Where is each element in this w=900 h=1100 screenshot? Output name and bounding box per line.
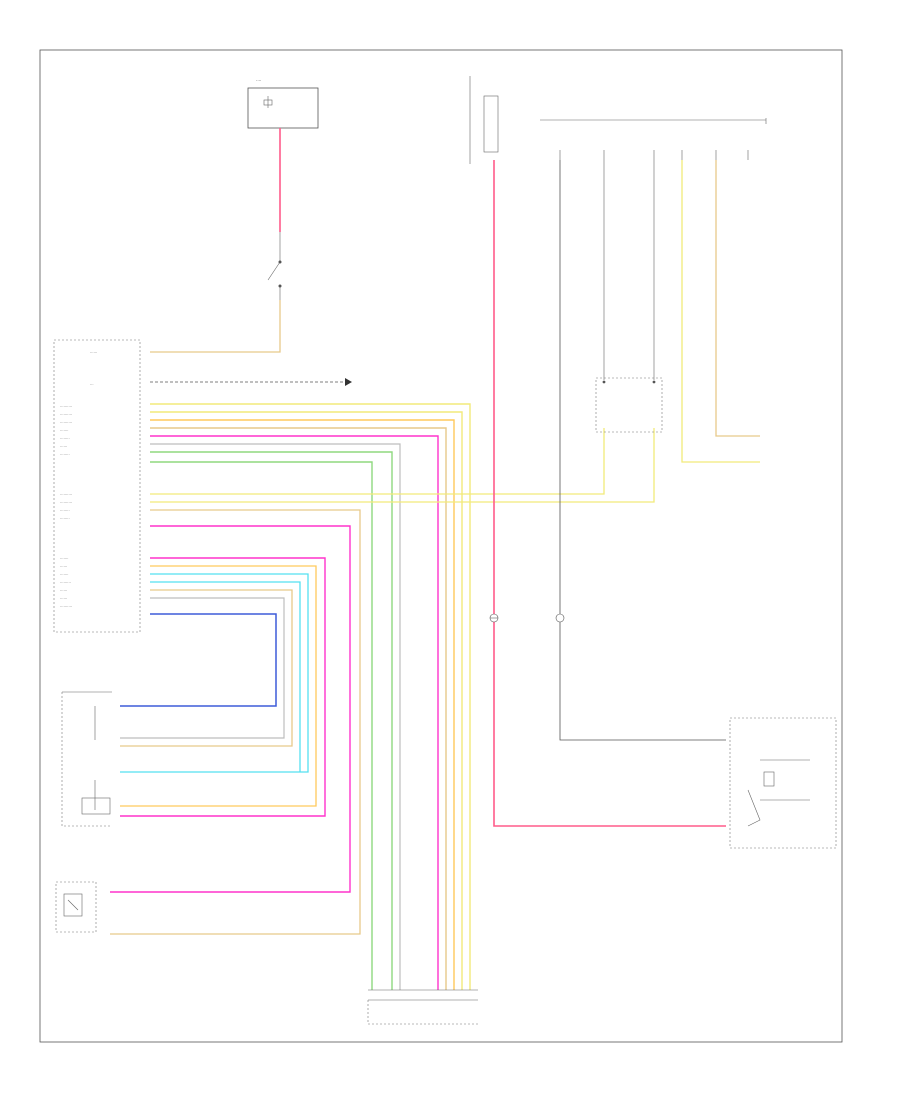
svg-text:······: ······: [60, 588, 67, 593]
wire-gray-tcm: [120, 597, 285, 739]
svg-text:·········: ·········: [60, 580, 71, 585]
clutch-switch: [267, 232, 282, 300]
fuse-block-top-left: ····: [247, 78, 319, 129]
ecm-brake-wires: [110, 428, 655, 935]
svg-text:······: ······: [60, 444, 67, 449]
wire-yellow-1: [150, 403, 471, 990]
wire-yellow-brake-2: [150, 428, 655, 503]
wire-tan-1: [150, 427, 447, 990]
svg-text:··········: ··········: [60, 492, 72, 497]
svg-text:··········: ··········: [60, 420, 72, 425]
vehicle-speed-sensor: [55, 881, 97, 933]
svg-text:····: ····: [256, 78, 261, 83]
wire-green-1: [150, 451, 393, 990]
wire-tan-vss: [110, 509, 361, 935]
tcm-switch: [61, 691, 112, 827]
svg-text:··········: ··········: [60, 604, 72, 609]
svg-text:··········: ··········: [60, 500, 72, 505]
ac-pressure-sensor: [555, 160, 726, 741]
inline-fuse-1: [489, 613, 499, 623]
ecm-transfer-case-wires: [150, 403, 471, 990]
wire-gray-1: [150, 443, 401, 990]
wire-cyan-tcm-1: [120, 573, 309, 773]
wire-yellow-brake-1: [150, 428, 605, 495]
wire-pink-main: [493, 160, 726, 827]
ac-compressor-relay: [729, 717, 837, 849]
wire-cyan-tcm-2: [150, 581, 301, 772]
wire-magenta-vss: [110, 525, 351, 893]
svg-text:······: ······: [60, 564, 67, 569]
wire-tan-clutch: [150, 300, 281, 353]
svg-text:········: ········: [60, 516, 70, 521]
ecm-pin-labels: ······ ··· ·········· ·········· ·······…: [60, 350, 97, 609]
brake-switch: [595, 160, 663, 433]
fuse-block-top-center: [469, 76, 499, 164]
wire-green-2: [150, 461, 373, 990]
svg-text:·······: ·······: [60, 572, 68, 577]
wire-blue-tcm: [120, 613, 277, 707]
svg-text:·······: ·······: [60, 428, 68, 433]
diagram-frame: [39, 49, 843, 1043]
svg-text:···: ···: [90, 382, 94, 387]
wire-magenta-1: [150, 435, 439, 990]
svg-text:··········: ··········: [60, 412, 72, 417]
ground-output: [150, 378, 352, 386]
wire-orange-1: [150, 419, 455, 990]
svg-text:··········: ··········: [60, 404, 72, 409]
pedal-wires: [681, 160, 760, 463]
wire-magenta-tcm: [120, 557, 326, 817]
svg-text:········: ········: [60, 436, 70, 441]
svg-text:········: ········: [60, 508, 70, 513]
svg-text:········: ········: [60, 452, 70, 457]
fuse-block-top-right: [540, 118, 767, 160]
svg-text:······: ······: [90, 350, 97, 355]
engine-control-module: [53, 339, 141, 633]
transfer-case-connector: [367, 989, 478, 1025]
wire-tan-tcm: [120, 589, 293, 747]
svg-text:·······: ·······: [60, 556, 68, 561]
svg-text:······: ······: [60, 596, 67, 601]
ecm-tcm-wires: [120, 557, 326, 817]
wire-orange-tcm: [120, 565, 317, 807]
wire-yellow-2: [150, 411, 463, 990]
